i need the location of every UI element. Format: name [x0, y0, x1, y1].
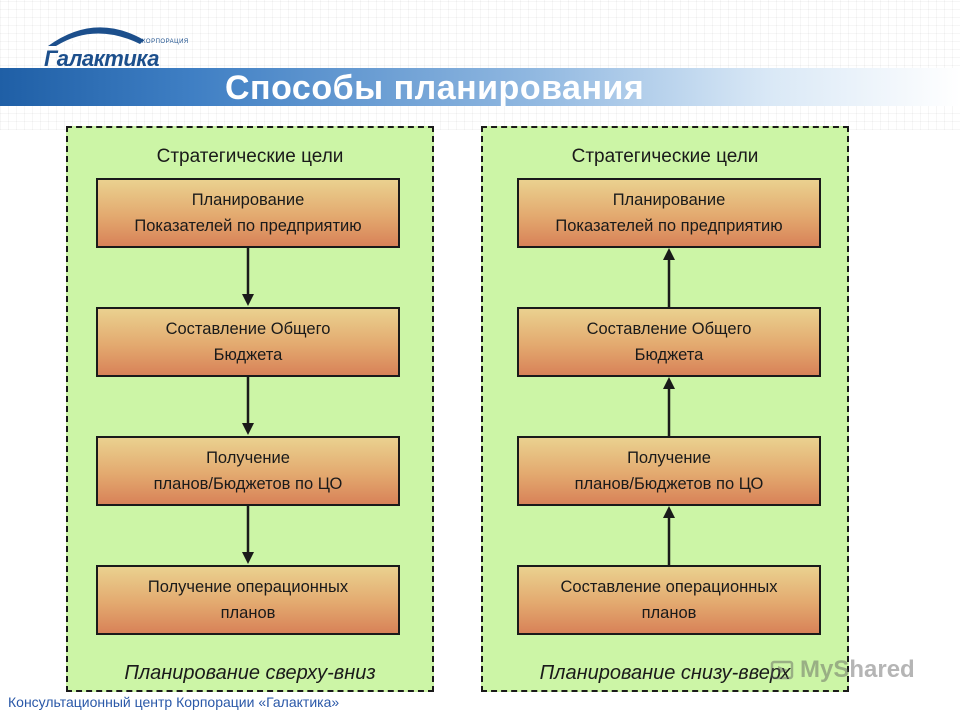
logo-arc-icon	[48, 27, 144, 47]
arrow-down-icon	[242, 248, 254, 306]
header-background-grid	[0, 0, 960, 130]
strategic-goals-label: Стратегические цели	[571, 146, 759, 167]
step-label: Планирование Показателей по предприятию	[555, 191, 783, 235]
page-title: Способы планирования	[225, 69, 645, 107]
step-box: Получение планов/Бюджетов по ЦО	[96, 436, 400, 506]
arrow-up-icon	[663, 377, 675, 436]
step-box: Планирование Показателей по предприятию	[517, 178, 821, 248]
arrow-up-icon	[663, 248, 675, 307]
logo-brand-text: Галактика	[44, 46, 159, 71]
strategic-goals-label: Стратегические цели	[156, 146, 344, 167]
step-label: Получение планов/Бюджетов по ЦО	[153, 449, 343, 493]
title-bar	[0, 68, 960, 106]
step-label: Получение планов/Бюджетов по ЦО	[574, 449, 764, 493]
step-box: Получение планов/Бюджетов по ЦО	[517, 436, 821, 506]
step-label: Составление Общего Бюджета	[586, 320, 752, 364]
arrow-down-icon	[242, 506, 254, 564]
step-label: Получение операционных планов	[147, 578, 349, 622]
step-label: Планирование Показателей по предприятию	[134, 191, 362, 235]
watermark-text: MyShared	[800, 656, 915, 683]
step-box: Составление Общего Бюджета	[517, 307, 821, 377]
panel-top-down: Стратегические цели Планирование Показат…	[66, 126, 434, 692]
step-box: Получение операционных планов	[96, 565, 400, 635]
panel-caption: Планирование снизу-вверх	[539, 662, 791, 684]
step-box: Составление Общего Бюджета	[96, 307, 400, 377]
arrow-down-icon	[242, 377, 254, 435]
panel-bottom-up: Стратегические цели Планирование Показат…	[481, 126, 849, 692]
step-label: Составление операционных планов	[560, 578, 778, 622]
footer-text: Консультационный центр Корпорации «Галак…	[8, 694, 340, 710]
panel-caption: Планирование сверху-вниз	[124, 662, 376, 684]
arrow-up-icon	[663, 506, 675, 565]
watermark-icon	[770, 660, 794, 680]
galaktika-logo: КОРПОРАЦИЯ Галактика	[40, 18, 188, 71]
step-box: Составление операционных планов	[517, 565, 821, 635]
logo-corporation-label: КОРПОРАЦИЯ	[142, 39, 189, 45]
step-label: Составление Общего Бюджета	[165, 320, 331, 364]
step-box: Планирование Показателей по предприятию	[96, 178, 400, 248]
